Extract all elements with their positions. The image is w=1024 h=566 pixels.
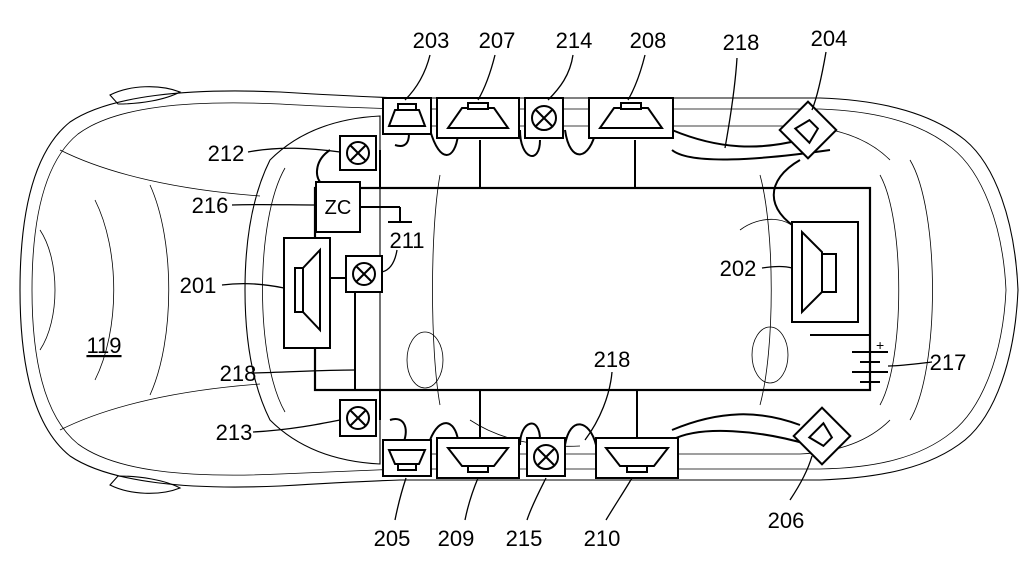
car-body (19, 86, 1019, 494)
tweeter-215 (526, 437, 566, 477)
tweeter-214 (524, 97, 564, 139)
tweeter-212 (339, 135, 377, 171)
speaker-203 (382, 97, 432, 135)
battery-plus-sign: + (876, 337, 884, 353)
label-218-left: 218 (220, 361, 257, 386)
label-204: 204 (811, 26, 848, 51)
label-210: 210 (584, 526, 621, 551)
label-206: 206 (768, 508, 805, 533)
label-215: 215 (506, 526, 543, 551)
label-213: 213 (216, 420, 253, 445)
zone-controller-216: ZC (315, 181, 361, 233)
speaker-209 (436, 437, 520, 479)
reference-numerals: 203 207 214 208 218 204 212 216 211 201 … (86, 26, 966, 551)
speaker-204 (778, 100, 838, 160)
label-217: 217 (930, 350, 967, 375)
label-212: 212 (208, 141, 245, 166)
label-203: 203 (413, 28, 450, 53)
speaker-202 (791, 221, 859, 323)
speaker-205 (382, 439, 432, 477)
label-209: 209 (438, 526, 475, 551)
speaker-207 (436, 97, 520, 139)
label-218-bottom: 218 (594, 347, 631, 372)
zone-controller-text: ZC (325, 197, 352, 219)
tweeter-211 (345, 255, 383, 293)
speaker-210 (595, 437, 679, 479)
label-214: 214 (556, 28, 593, 53)
battery-217: + (852, 335, 888, 383)
label-205: 205 (374, 526, 411, 551)
wiring-harness (313, 117, 872, 447)
speaker-206 (792, 406, 852, 466)
label-211: 211 (389, 228, 424, 253)
speaker-201 (283, 237, 331, 349)
vehicle-label-119: 119 (86, 333, 121, 358)
leader-lines (221, 51, 933, 521)
label-207: 207 (479, 28, 516, 53)
speaker-208 (588, 97, 674, 139)
label-218-top: 218 (723, 30, 760, 55)
tweeter-213 (339, 399, 377, 437)
label-208: 208 (630, 28, 667, 53)
label-201: 201 (180, 273, 217, 298)
label-202: 202 (720, 256, 757, 281)
label-216: 216 (192, 193, 229, 218)
